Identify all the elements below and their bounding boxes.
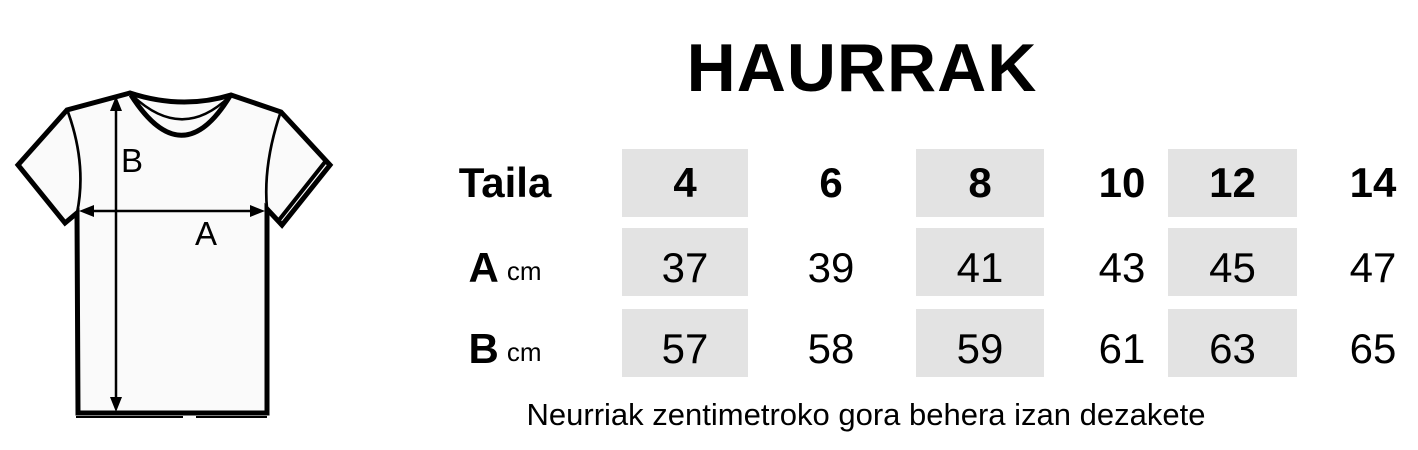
measure-label-a: A	[195, 215, 217, 252]
measure-arrow-b	[110, 96, 122, 412]
value-cell: 41	[916, 228, 1044, 296]
collar-outer-line	[128, 93, 233, 138]
value-cell: 58	[807, 325, 855, 372]
row-label-a: A cm	[440, 228, 570, 296]
size-header-cell: 4	[622, 149, 748, 217]
tshirt-outline	[14, 90, 334, 416]
table-header-label: Taila	[458, 159, 552, 206]
value-cell: 59	[916, 309, 1044, 377]
left-armhole-seam	[66, 111, 82, 214]
value-cell: 43	[1098, 244, 1146, 291]
value-cell: 63	[1168, 309, 1297, 377]
right-sleeve-hem-line	[277, 160, 327, 222]
value-cell: 65	[1349, 325, 1397, 372]
row-label-b: B cm	[440, 309, 570, 377]
footer-note: Neurriak zentimetroko gora behera izan d…	[526, 397, 1206, 432]
measure-label-b: B	[121, 142, 143, 179]
size-header-cell: 8	[916, 149, 1044, 217]
collar-inner-line	[132, 95, 230, 121]
value-cell: 57	[622, 309, 748, 377]
value-cell: 45	[1168, 228, 1297, 296]
measure-arrow-a	[79, 205, 265, 217]
value-cell: 61	[1098, 325, 1146, 372]
size-header-cell: 10	[1098, 159, 1146, 206]
value-cell: 39	[807, 244, 855, 291]
row-unit: cm	[506, 255, 542, 286]
size-header-cell: 14	[1349, 159, 1397, 206]
tshirt-diagram: B A	[14, 90, 334, 418]
size-header-cell: 12	[1168, 149, 1297, 217]
row-letter: A	[468, 244, 499, 291]
right-armhole-seam	[264, 113, 282, 210]
value-cell: 47	[1349, 244, 1397, 291]
value-cell: 37	[622, 228, 748, 296]
row-unit: cm	[506, 336, 542, 367]
row-letter: B	[468, 325, 499, 372]
size-header-cell: 6	[819, 159, 843, 206]
page-title: HAURRAK	[686, 30, 1038, 106]
